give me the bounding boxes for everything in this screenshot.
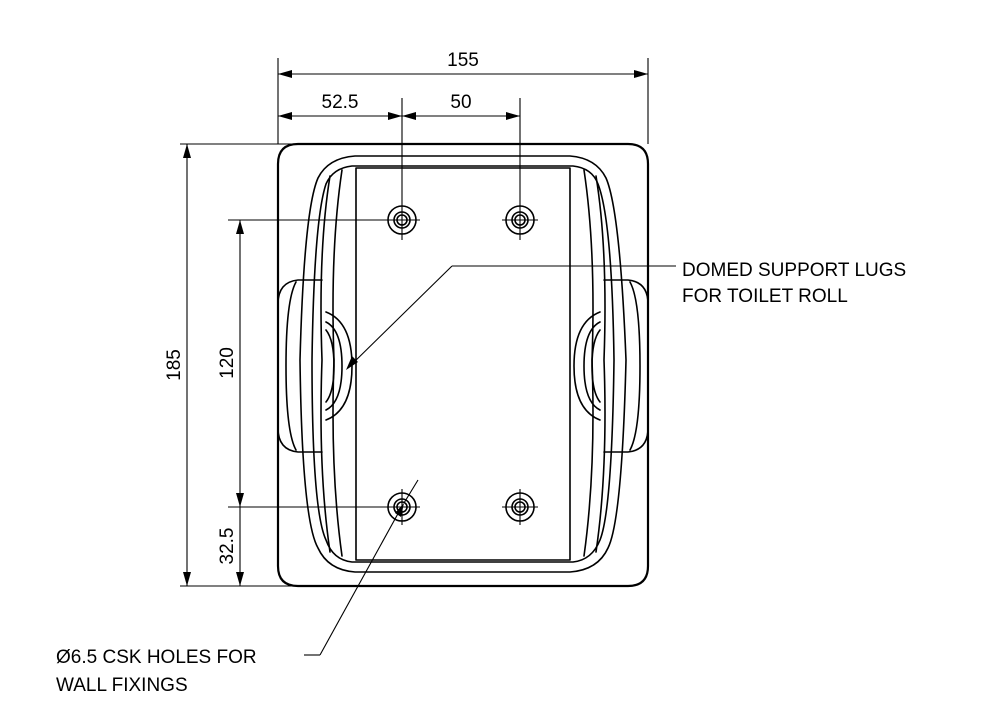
dim-label-hole-spacing-y: 120 <box>217 347 238 379</box>
right-side-tab <box>603 279 649 453</box>
dimension-left-offset <box>278 112 402 120</box>
dim-label-overall-height: 185 <box>164 349 185 381</box>
leader-lugs <box>346 265 676 370</box>
dim-label-overall-width: 155 <box>447 50 479 71</box>
left-side-tab <box>277 279 323 453</box>
callout-lugs-line1: DOMED SUPPORT LUGS <box>682 260 906 281</box>
dimension-hole-spacing-y <box>236 220 244 507</box>
dim-label-left-offset: 52.5 <box>322 92 359 113</box>
right-domed-lug <box>573 311 601 421</box>
callout-holes-line2: WALL FIXINGS <box>56 675 188 696</box>
dim-label-bottom-offset: 32.5 <box>217 528 238 565</box>
callout-holes-line1: Ø6.5 CSK HOLES FOR <box>56 647 257 668</box>
dimension-overall-width <box>278 70 648 78</box>
leader-holes <box>304 479 419 656</box>
dim-label-hole-spacing-x: 50 <box>450 92 471 113</box>
extension-lines <box>180 58 649 587</box>
dimension-bottom-offset <box>236 507 244 586</box>
callout-lugs-line2: FOR TOILET ROLL <box>682 286 848 307</box>
dimension-overall-height <box>183 144 191 586</box>
dimension-hole-spacing-x <box>402 112 520 120</box>
